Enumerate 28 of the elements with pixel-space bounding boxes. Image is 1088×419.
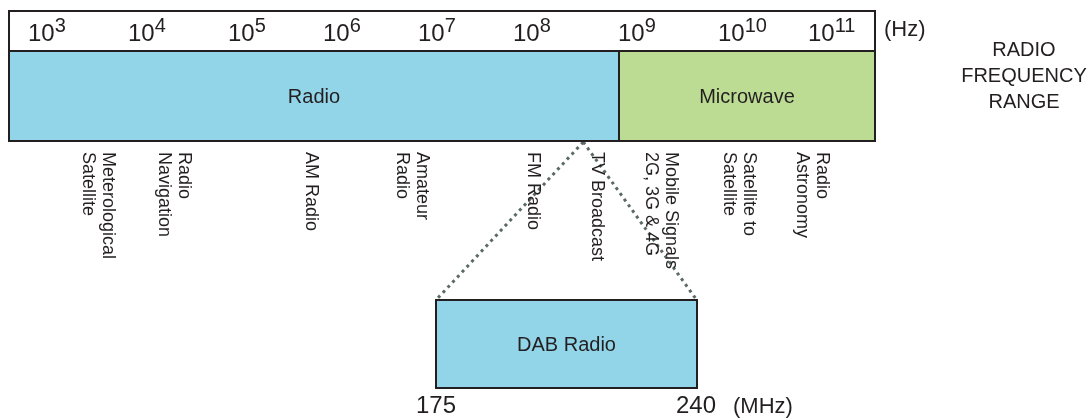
zoom-guide-line bbox=[582, 141, 698, 300]
band-application-label: Radio Navigation bbox=[155, 152, 195, 240]
frequency-tick-label: 10$^{6}$ bbox=[323, 14, 361, 44]
frequency-tick-label: 10$^{11}$ bbox=[808, 14, 856, 44]
band-application-label: Mobile Signals 2G, 3G & 4G bbox=[642, 152, 682, 272]
frequency-tick-label: 10$^{10}$ bbox=[718, 14, 767, 44]
unit-label: (MHz) bbox=[733, 394, 793, 418]
frequency-value: 240 bbox=[676, 392, 717, 418]
band-application-label: Amateur Radio bbox=[393, 152, 433, 223]
radio-band: Radio bbox=[8, 50, 620, 142]
range-title: RADIO FREQUENCY RANGE bbox=[960, 37, 1088, 114]
band-application-label: Radio Astronomy bbox=[793, 152, 833, 241]
frequency-tick-label: 10$^{3}$ bbox=[28, 14, 66, 44]
frequency-tick-label: 10$^{8}$ bbox=[513, 14, 551, 44]
frequency-tick-label: 10$^{9}$ bbox=[618, 14, 656, 44]
frequency-tick-label: 10$^{4}$ bbox=[128, 14, 166, 44]
band-application-label: AM Radio bbox=[302, 152, 322, 234]
band-application-label: Satellite to Satellite bbox=[720, 152, 760, 239]
zoom-guide-line bbox=[435, 140, 585, 301]
frequency-tick-label: 10$^{7}$ bbox=[418, 14, 456, 44]
band-application-label: TV Broadcast bbox=[588, 152, 608, 264]
frequency-tick-label: 10$^{5}$ bbox=[228, 14, 266, 44]
microwave-band: Microwave bbox=[618, 50, 876, 142]
band-application-label: FM Radio bbox=[524, 152, 544, 233]
unit-label: (Hz) bbox=[884, 17, 926, 41]
frequency-value: 175 bbox=[416, 392, 457, 418]
dab-radio-box: DAB Radio bbox=[435, 299, 698, 389]
band-application-label: Meterological Satellite bbox=[79, 152, 119, 262]
